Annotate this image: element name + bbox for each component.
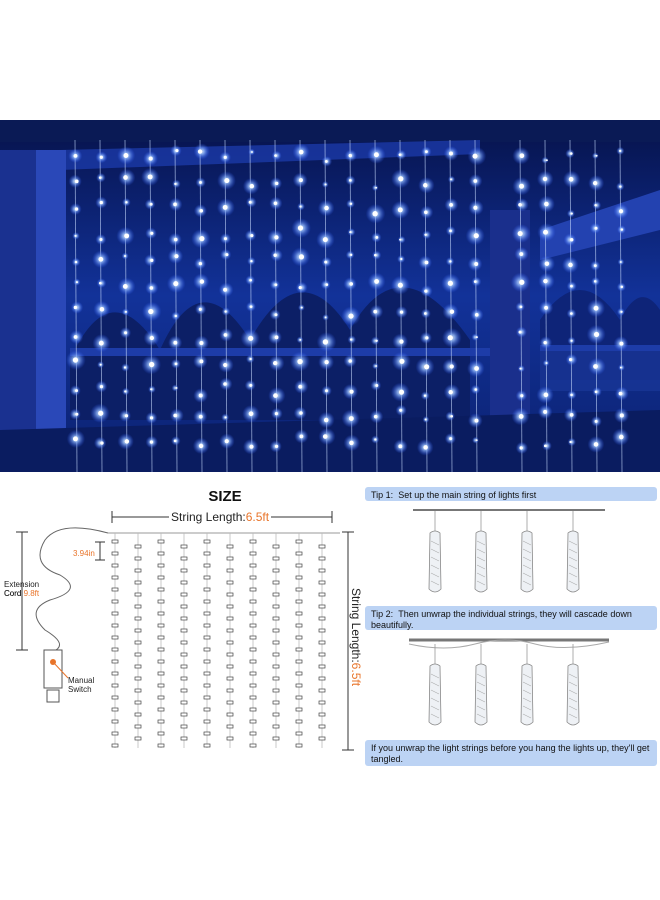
size-title: SIZE [208,488,242,505]
extension-cord-prefix: Cord [4,589,24,598]
tip-3: If you unwrap the light strings before y… [365,740,657,766]
extension-cord [35,527,109,658]
tip-2: Tip 2: Then unwrap the individual string… [365,606,657,630]
extension-cord-label: Extension Cord [4,580,40,598]
vertical-dimension [342,531,354,751]
extension-cord-value: 9.8ft [23,589,40,598]
size-diagram [16,511,354,751]
light-strings [66,139,630,472]
tip-1: Tip 1: Set up the main string of lights … [365,487,657,501]
tip-1-illustration [413,509,605,593]
tip-2-illustration [408,638,610,726]
string-length-vertical: String Length:6.5ft [349,585,364,689]
manual-switch-label: Manual Switch [68,676,95,694]
product-photo [0,120,660,472]
manual-switch-box [43,649,63,689]
spacing-label: 3.94in [73,549,95,558]
light-grid [111,533,326,748]
curtain-lights-photo [0,120,660,472]
usb-plug [46,689,60,703]
spacing-marker [95,541,105,561]
string-length-horizontal: String Length:6.5ft [169,510,272,524]
